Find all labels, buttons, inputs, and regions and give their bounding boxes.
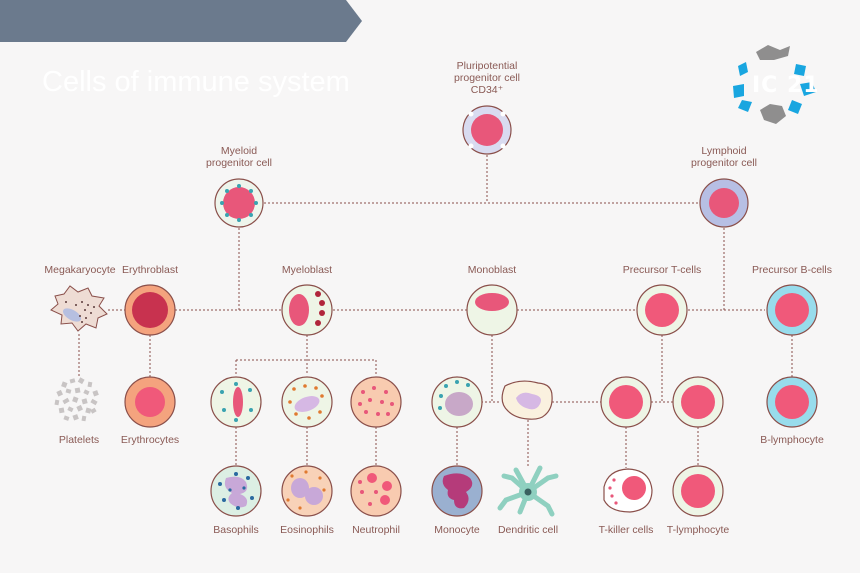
page-title: Cells of immune system xyxy=(42,66,350,98)
erythroblast-cell xyxy=(124,284,176,336)
label-myeloblast: Myeloblast xyxy=(281,264,333,276)
label-lymphoid: Lymphoid progenitor cell xyxy=(691,145,757,169)
megakaryocyte-cell xyxy=(50,285,108,332)
neutrophil-cell xyxy=(350,465,402,517)
label-lymphoid-line1: Lymphoid xyxy=(701,145,747,157)
b-lymphocyte-cell xyxy=(766,376,818,428)
label-pluripotent-line3: CD34⁺ xyxy=(470,84,504,96)
myeloblast-cell xyxy=(281,284,333,336)
monoblast-cell xyxy=(466,284,518,336)
platelets-cluster xyxy=(54,377,99,422)
myeloid-progenitor-cell xyxy=(214,178,264,228)
promonocyte-cell xyxy=(431,376,483,428)
label-platelets: Platelets xyxy=(58,434,100,446)
label-precursor-b: Precursor B-cells xyxy=(752,264,832,276)
label-monocyte: Monocyte xyxy=(434,524,480,536)
label-precursor-t: Precursor T-cells xyxy=(622,264,702,276)
label-neutrophil: Neutrophil xyxy=(352,524,400,536)
label-pluripotent-line1: Pluripotential xyxy=(456,60,518,72)
precursor-t-cell xyxy=(636,284,688,336)
label-myeloid-line2: progenitor cell xyxy=(206,157,272,169)
basophil-cell xyxy=(210,465,262,517)
label-dendritic-cell: Dendritic cell xyxy=(497,524,559,536)
label-eosinophils: Eosinophils xyxy=(280,524,334,536)
promyelocyte-basophil xyxy=(210,376,262,428)
logo-text: IC 21 xyxy=(752,73,820,98)
t-cell-precursor-left xyxy=(600,376,652,428)
label-myeloid: Myeloid progenitor cell xyxy=(206,145,272,169)
t-lymphocyte-cell xyxy=(672,465,724,517)
promyelocyte-eosinophil xyxy=(281,376,333,428)
monocyte-cell xyxy=(431,465,483,517)
title-banner xyxy=(0,0,362,42)
precursor-b-cell xyxy=(766,284,818,336)
lymphoid-progenitor-cell xyxy=(699,178,749,228)
label-lymphoid-line2: progenitor cell xyxy=(691,157,757,169)
label-pluripotent: Pluripotential progenitor cell CD34⁺ xyxy=(454,60,520,96)
eosinophil-cell xyxy=(281,465,333,517)
label-myeloid-line1: Myeloid xyxy=(220,145,258,157)
promyelocyte-neutrophil xyxy=(350,376,402,428)
label-pluripotent-line2: progenitor cell xyxy=(454,72,520,84)
label-t-killer: T-killer cells xyxy=(598,524,654,536)
label-b-lymphocyte: B-lymphocyte xyxy=(760,434,824,446)
t-cell-precursor-right xyxy=(672,376,724,428)
label-t-lymphocyte: T-lymphocyte xyxy=(666,524,730,536)
pluripotent-progenitor-cell xyxy=(462,105,512,155)
t-killer-cell xyxy=(603,468,653,513)
immature-dendritic-cell xyxy=(501,380,553,420)
label-basophils: Basophils xyxy=(213,524,259,536)
label-monoblast: Monoblast xyxy=(467,264,517,276)
erythrocytes-cell xyxy=(124,376,176,428)
label-erythroblast: Erythroblast xyxy=(121,264,179,276)
logo-emblem xyxy=(733,45,816,124)
dendritic-cell xyxy=(497,465,559,517)
label-megakaryocyte: Megakaryocyte xyxy=(44,264,116,276)
label-erythrocytes: Erythrocytes xyxy=(120,434,180,446)
connector-lines xyxy=(78,155,793,468)
